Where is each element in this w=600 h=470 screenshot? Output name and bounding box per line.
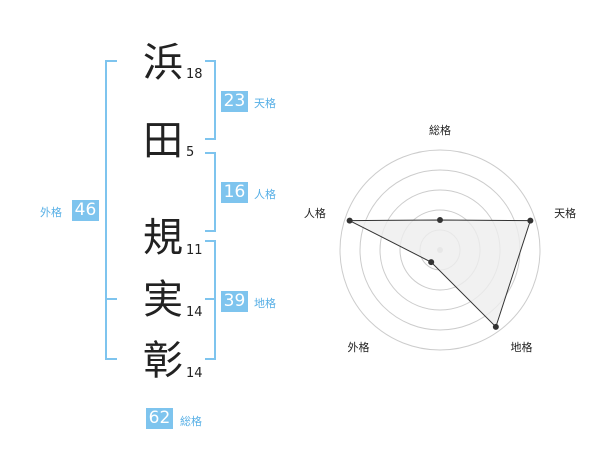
chikaku-bracket-mid: [205, 298, 216, 300]
soukaku-label: 総格: [180, 415, 202, 428]
name-char-5: 彰: [143, 338, 183, 384]
gaikaku-bracket: [105, 60, 117, 360]
radar-axis-label-3: 地格: [511, 340, 533, 354]
name-char-2: 田: [143, 118, 183, 164]
stroke-count-4: 14: [186, 305, 203, 320]
stroke-count-5: 14: [186, 366, 203, 381]
jinkaku-label: 人格: [254, 188, 276, 201]
name-char-1: 浜: [143, 40, 183, 86]
radar-point-1: [437, 217, 443, 223]
radar-point-2: [527, 217, 534, 224]
radar-axis-label-5: 人格: [304, 206, 326, 220]
tenkaku-bracket: [205, 60, 216, 140]
radar-point-3: [492, 323, 499, 330]
radar-axis-label-2: 天格: [554, 206, 576, 220]
radar-point-5: [346, 217, 353, 224]
jinkaku-score: 16: [221, 182, 248, 203]
radar-data-polygon: [349, 219, 532, 328]
chikaku-label: 地格: [254, 297, 276, 310]
stroke-count-2: 5: [186, 145, 195, 160]
gaikaku-bracket-mid: [105, 298, 117, 300]
gaikaku-score: 46: [72, 200, 99, 221]
radar-axis-label-4: 外格: [347, 340, 369, 354]
gaikaku-label: 外格: [40, 206, 62, 219]
tenkaku-score: 23: [221, 91, 248, 112]
stroke-count-3: 11: [186, 243, 203, 258]
chikaku-score: 39: [221, 291, 248, 312]
jinkaku-bracket: [205, 152, 216, 232]
radar-axis-label-1: 総格: [429, 123, 451, 137]
radar-point-4: [428, 259, 435, 266]
soukaku-score: 62: [146, 408, 173, 429]
tenkaku-label: 天格: [254, 97, 276, 110]
chikaku-bracket: [205, 240, 216, 360]
name-char-3: 規: [143, 215, 183, 261]
radar-ring-5: [339, 149, 541, 351]
stroke-count-1: 18: [186, 67, 203, 82]
name-char-4: 実: [143, 277, 183, 323]
